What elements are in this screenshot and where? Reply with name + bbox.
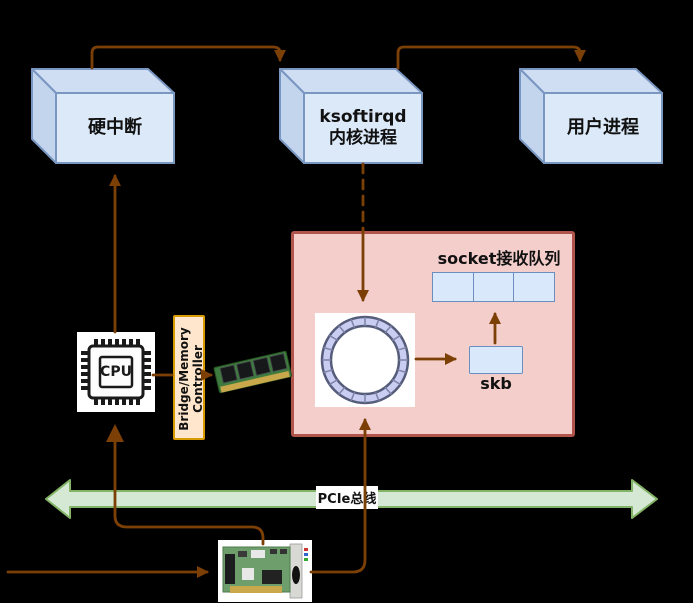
bridge-label: Bridge/Memory Controller bbox=[175, 317, 207, 441]
bridge-label-line2: Controller bbox=[191, 345, 205, 413]
socket-queue bbox=[432, 272, 555, 302]
cube-shape bbox=[279, 68, 423, 164]
node-user-process: 用户进程 bbox=[518, 67, 664, 165]
socket-queue-cell bbox=[472, 272, 515, 302]
node-cpu: CPU bbox=[77, 332, 155, 412]
socket-queue-label: socket接收队列 bbox=[437, 249, 561, 268]
socket-queue-cell bbox=[513, 272, 555, 302]
pcie-bus-label: PCIe总线 bbox=[316, 486, 378, 509]
ram-module bbox=[213, 347, 293, 399]
skb-box bbox=[469, 346, 523, 374]
arrow-hardirq-to-ksoftirqd bbox=[90, 45, 286, 70]
cpu-label: CPU bbox=[100, 364, 132, 380]
dma-memory-region: socket接收队列 bbox=[291, 231, 575, 437]
socket-queue-cell bbox=[432, 272, 474, 302]
cpu-chip-icon bbox=[81, 339, 151, 405]
nic-card bbox=[218, 540, 312, 602]
skb-label: skb bbox=[480, 374, 512, 393]
bridge-label-line1: Bridge/Memory bbox=[176, 327, 191, 431]
cube-shape bbox=[31, 68, 175, 164]
nic-icon bbox=[218, 540, 312, 602]
hard-irq-label: 硬中断 bbox=[88, 116, 142, 138]
bridge-memory-controller: Bridge/Memory Controller bbox=[173, 315, 205, 440]
ring-buffer bbox=[315, 313, 415, 407]
node-hard-irq: 硬中断 bbox=[30, 67, 176, 165]
node-ksoftirqd: ksoftirqd 内核进程 bbox=[278, 67, 424, 165]
ksoftirqd-label-line2: 内核进程 bbox=[329, 128, 397, 148]
ram-icon bbox=[213, 350, 292, 394]
arrow-nic-to-cpu bbox=[106, 424, 265, 546]
user-process-label: 用户进程 bbox=[567, 116, 639, 138]
ring-buffer-icon bbox=[320, 315, 410, 405]
arrow-ksoftirqd-to-userprocess bbox=[396, 45, 586, 70]
cube-shape bbox=[519, 68, 663, 164]
ksoftirqd-label-line1: ksoftirqd bbox=[319, 106, 407, 127]
